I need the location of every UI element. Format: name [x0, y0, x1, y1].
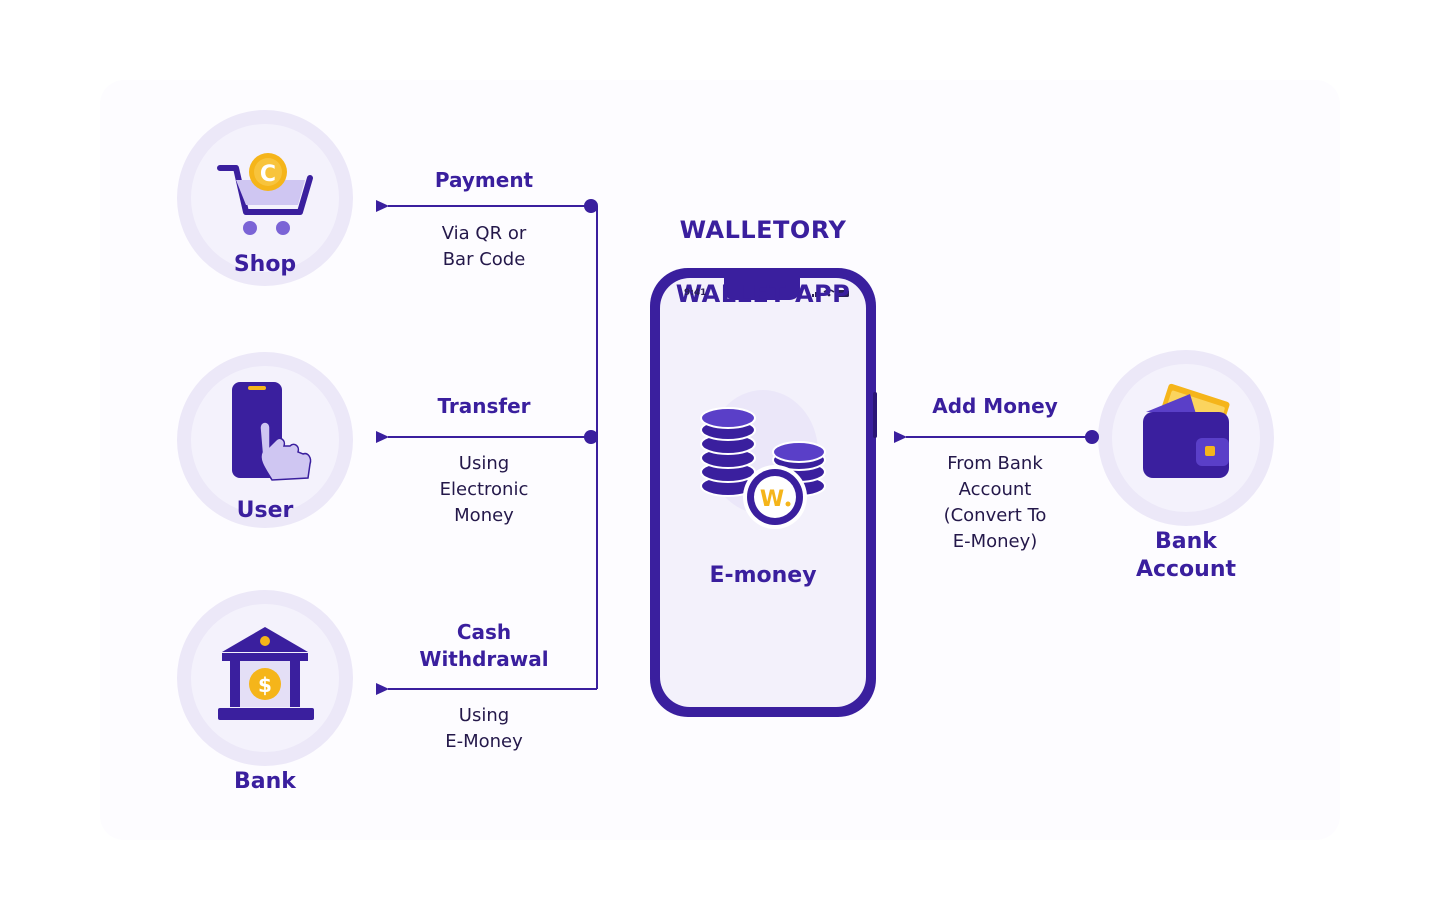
shopping-cart-icon: C	[217, 153, 313, 235]
right-connector	[894, 430, 1099, 444]
phone-status-time: 9:41	[684, 288, 707, 298]
transfer-title: Transfer	[437, 394, 531, 418]
add-money-dot	[1085, 430, 1099, 444]
add-money-title: Add Money	[932, 394, 1058, 418]
bank-account-label: Bank Account	[1135, 529, 1237, 582]
emoney-label: E-money	[709, 563, 817, 588]
phone-notch	[724, 278, 800, 300]
bank-label: Bank	[234, 769, 296, 794]
payment-description: Via QR or Bar Code	[441, 223, 527, 270]
coin-logo: W	[760, 487, 784, 512]
payment-title: Payment	[434, 168, 534, 192]
shop-label: Shop	[233, 252, 297, 277]
user-label: User	[236, 498, 294, 523]
app-title: WALLETORY WALLET APP	[663, 182, 863, 342]
phone-tap-icon	[232, 382, 312, 481]
app-title-line-1: WALLETORY	[679, 216, 847, 244]
payment-dot	[584, 199, 598, 213]
transfer-dot	[584, 430, 598, 444]
coin-letter: C	[260, 162, 276, 187]
dollar-sign: $	[258, 673, 272, 697]
coins-stack-icon: W	[700, 407, 826, 529]
app-title-line-2: WALLET APP	[675, 280, 851, 308]
wallet-icon	[1143, 383, 1230, 478]
cash-withdrawal-title: Cash Withdrawal	[419, 620, 549, 671]
transfer-description: Using Electronic Money	[439, 453, 529, 526]
status-icons	[812, 289, 849, 297]
add-money-description: From Bank Account (Convert To E-Money)	[943, 453, 1047, 552]
cash-withdrawal-description: Using E-Money	[445, 705, 523, 752]
left-connectors	[376, 199, 598, 695]
bank-building-icon: $	[218, 627, 314, 720]
